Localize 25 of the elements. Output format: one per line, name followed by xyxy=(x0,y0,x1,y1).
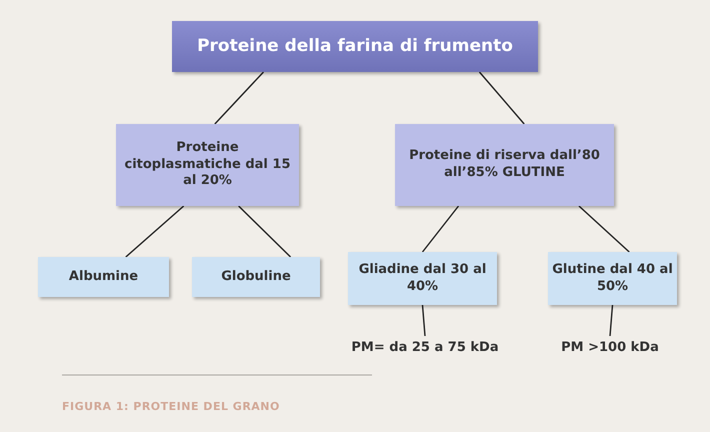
connector-line xyxy=(422,304,426,336)
category-box xyxy=(192,257,320,297)
box-label: Albumine xyxy=(68,268,138,286)
label-text: PM= da 25 a 75 kDa xyxy=(325,336,525,360)
connector-line xyxy=(214,72,264,124)
connector-line xyxy=(238,206,292,258)
box-label: Proteine citoplasmatiche dal 15 al 20% xyxy=(123,140,292,190)
category-box xyxy=(395,124,614,206)
label-text: PM >100 kDa xyxy=(545,336,675,360)
box-label: Globuline xyxy=(221,268,291,286)
category-box xyxy=(38,257,169,297)
connector-line xyxy=(125,205,184,258)
category-box xyxy=(348,252,497,305)
connector-line xyxy=(609,304,614,336)
category-box xyxy=(116,124,299,206)
connector-line xyxy=(478,72,525,124)
box-label: Proteine di riserva dall’80 all’85% GLUTINE xyxy=(408,148,601,182)
box-label: Proteine della farina di frumento xyxy=(197,35,513,58)
connector-line xyxy=(578,205,630,253)
connector-line xyxy=(422,206,460,252)
title-box xyxy=(172,21,538,72)
figure-caption: FIGURA 1: PROTEINE DEL GRANO xyxy=(62,400,280,413)
category-box xyxy=(548,252,677,305)
box-label: Gliadine dal 30 al 40% xyxy=(358,262,488,296)
box-label: Glutine dal 40 al 50% xyxy=(551,262,674,296)
